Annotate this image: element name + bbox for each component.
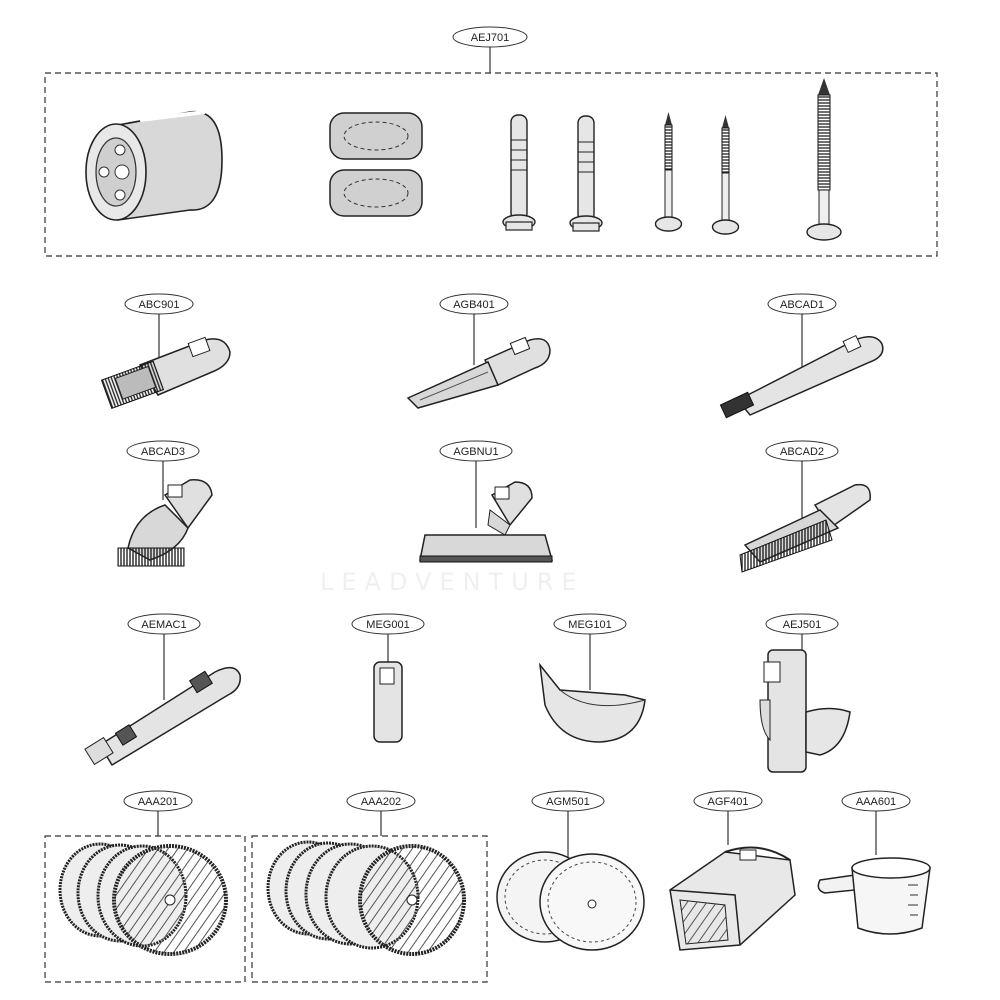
screw-1 [654,112,683,232]
part-agf401: AGF401 [669,790,796,951]
label-meg001: MEG001 [366,619,409,631]
label-agf401: AGF401 [708,796,749,808]
mop-pad-stack-large [266,840,466,956]
flexible-hose-adapter [84,666,241,767]
callout-abcad3 [126,440,200,462]
label-agb401: AGB401 [453,299,495,311]
part-aej501: AEJ501 [759,613,851,773]
callout-abcad2 [765,440,839,462]
upholstery-tool [419,481,553,563]
measuring-cup [817,857,931,935]
part-aaa201: AAA201 [44,790,246,983]
callout-aaa201 [123,790,193,812]
callout-aaa601 [841,790,911,812]
dusting-brush-tool [117,479,213,567]
callout-meg001 [351,613,425,635]
watermark-text: LEADVENTURE [320,568,585,596]
label-abcad2: ABCAD2 [780,446,824,458]
screw-long [806,78,842,241]
callout-agb401 [439,293,509,315]
kit-box-aaa201 [44,835,246,983]
extension-wand-tool [719,334,884,419]
label-aaa202: AAA202 [361,796,401,808]
callout-agf401 [693,790,763,812]
part-aaa601: AAA601 [817,790,931,935]
callout-aej701 [452,26,528,48]
part-aej701: AEJ701 [44,26,938,257]
part-meg001: MEG001 [351,613,425,743]
label-agm501: AGM501 [546,796,589,808]
label-meg101: MEG101 [568,619,611,631]
part-aemac1: AEMAC1 [84,613,241,767]
crevice-tool [406,336,551,409]
curved-guard [538,662,646,743]
filter-bag [669,846,796,951]
callout-agm501 [531,790,605,812]
part-abc901: ABC901 [100,293,231,409]
mop-pad-stack-small [58,842,228,956]
callout-aaa202 [346,790,416,812]
label-abc901: ABC901 [139,299,180,311]
part-meg101: MEG101 [538,613,646,743]
kit-box-aej701 [44,72,938,257]
part-abcad3: ABCAD3 [117,440,213,567]
callout-aemac1 [127,613,201,635]
label-aej501: AEJ501 [783,619,822,631]
label-aemac1: AEMAC1 [141,619,186,631]
disc-pads [496,851,645,951]
part-abcad2: ABCAD2 [739,440,871,573]
label-agbnu1: AGBNU1 [453,446,498,458]
label-aej701: AEJ701 [471,32,510,44]
pin-2 [569,115,603,232]
connector-tube [373,661,403,743]
angled-brush-tool [739,483,871,573]
callout-abc901 [124,293,194,315]
part-agm501: AGM501 [496,790,645,951]
cylinder-part [85,110,223,221]
part-agb401: AGB401 [406,293,551,409]
label-aaa201: AAA201 [138,796,178,808]
pin-1 [502,114,536,231]
screw-2 [711,115,740,235]
label-aaa601: AAA601 [856,796,896,808]
part-abcad1: ABCAD1 [719,293,884,419]
part-agbnu1: AGBNU1 [419,440,553,563]
callout-abcad1 [767,293,837,315]
part-aaa202: AAA202 [251,790,488,983]
tube-with-guard [759,649,851,773]
callout-agbnu1 [439,440,513,462]
callout-aej501 [765,613,839,635]
crevice-brush-tool [100,336,231,409]
label-abcad3: ABCAD3 [141,446,185,458]
callout-meg101 [553,613,627,635]
label-abcad1: ABCAD1 [780,299,824,311]
pad-pair [329,112,423,217]
